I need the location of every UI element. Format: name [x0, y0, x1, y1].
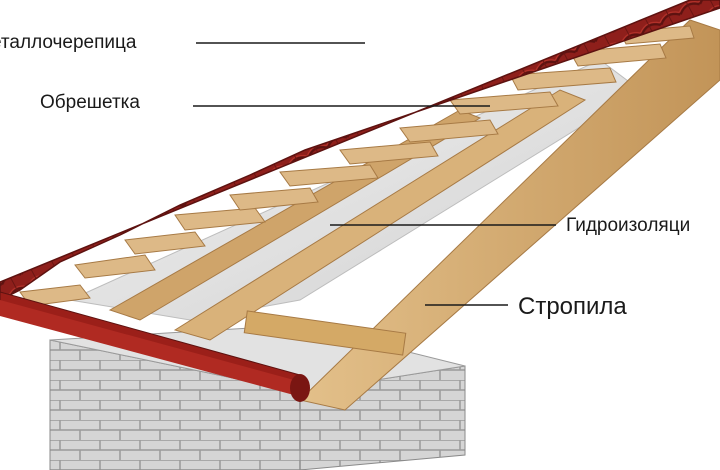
batten — [174, 207, 266, 231]
batten — [399, 119, 499, 143]
rafters — [108, 19, 720, 411]
label-metal-tile: еталлочерепица — [0, 32, 137, 53]
wall-plate — [243, 310, 407, 356]
batten — [449, 91, 559, 115]
gutter — [0, 291, 310, 402]
batten — [569, 43, 667, 67]
rafter-middle — [173, 89, 587, 341]
leader-lines — [193, 42, 556, 306]
batten — [124, 231, 206, 255]
rafter-front — [298, 19, 720, 411]
batten — [229, 187, 319, 211]
label-waterproofing: Гидроизоляци — [566, 215, 691, 236]
batten — [339, 141, 439, 165]
metal-tile-roofing — [0, 0, 720, 301]
label-battens: Обрешетка — [40, 92, 140, 113]
batten — [74, 254, 156, 279]
label-rafters: Стропила — [518, 293, 627, 320]
batten — [509, 67, 617, 91]
battens — [19, 25, 695, 307]
batten — [279, 164, 379, 187]
